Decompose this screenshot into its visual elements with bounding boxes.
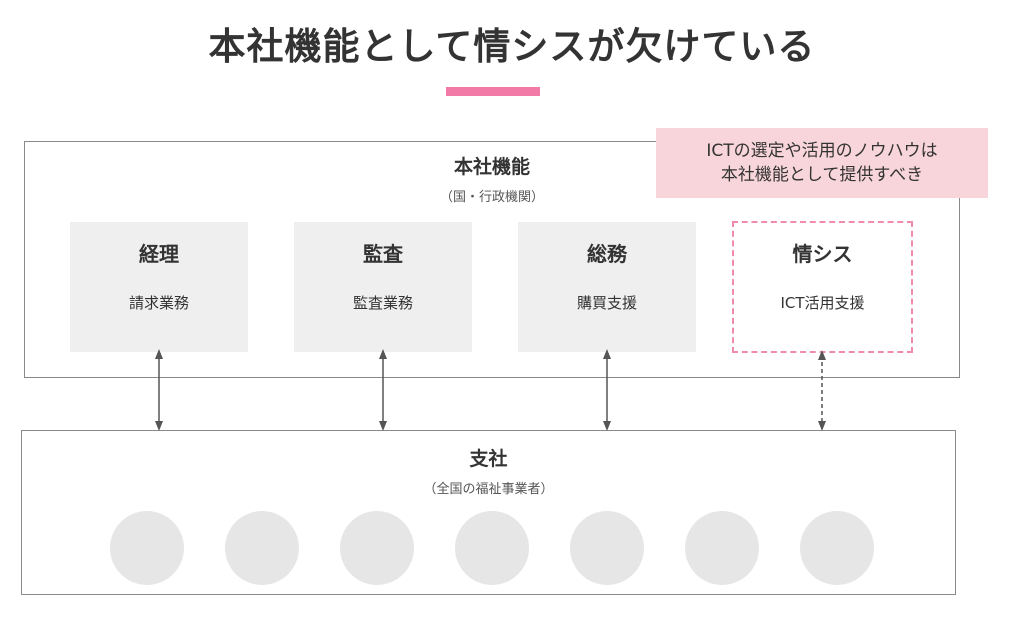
branch-office-circle <box>340 511 414 585</box>
dept-task: 購買支援 <box>576 294 637 312</box>
branch-office-circle <box>685 511 759 585</box>
hq-title: 本社機能 <box>453 156 530 178</box>
branch-subtitle: （全国の福祉事業者） <box>423 482 554 497</box>
title-underline <box>446 87 540 96</box>
branch-office-circle <box>570 511 644 585</box>
branch-office-circle <box>110 511 184 585</box>
branch-office-circle <box>225 511 299 585</box>
dept-task: ICT活用支援 <box>780 294 865 312</box>
hq-subtitle: （国・行政機関） <box>439 190 544 205</box>
callout-line-1: ICTの選定や活用のノウハウは <box>706 141 938 161</box>
dept-general-affairs: 総務 購買支援 <box>518 222 696 352</box>
branch-office-circle <box>800 511 874 585</box>
dept-task: 請求業務 <box>128 294 189 312</box>
callout-line-2: 本社機能として提供すべき <box>720 165 924 185</box>
callout-note: ICTの選定や活用のノウハウは 本社機能として提供すべき <box>656 128 988 198</box>
dept-name: 経理 <box>139 242 179 266</box>
dept-accounting: 経理 請求業務 <box>70 222 248 352</box>
branch-title: 支社 <box>469 448 508 470</box>
dept-audit: 監査 監査業務 <box>294 222 472 352</box>
page-title: 本社機能として情シスが欠けている <box>208 25 816 68</box>
dept-name: 監査 <box>363 242 403 266</box>
dept-task: 監査業務 <box>352 294 413 312</box>
dept-name: 情シス <box>792 242 853 266</box>
branch-office-circle <box>455 511 529 585</box>
dept-name: 総務 <box>587 242 627 266</box>
